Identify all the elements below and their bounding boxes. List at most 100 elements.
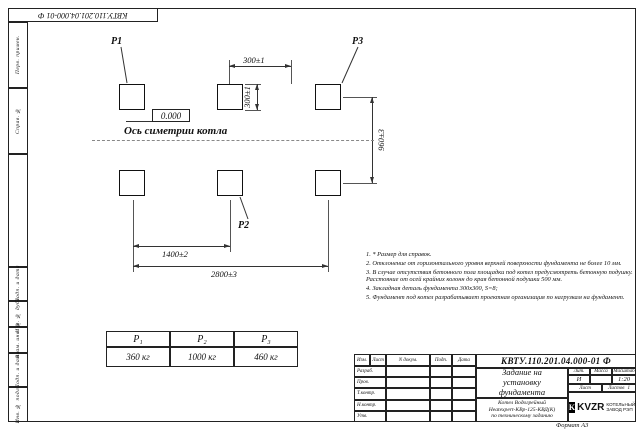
elevation-mark: 0.000 xyxy=(152,109,190,122)
tb-role-date-cell xyxy=(452,377,476,389)
margin-cell-inv-podl: Инв. № подл. xyxy=(8,385,28,424)
note-3: 3. В случае отсутствия бетонного пола пл… xyxy=(366,268,633,284)
margin-cell-sprav-n: Справ. № xyxy=(8,88,28,154)
margin-cell-vzam-inv: Взам. инв. № xyxy=(8,321,28,359)
tb-role-date-cell xyxy=(452,410,476,422)
margin-label: Инв. № подл. xyxy=(15,385,21,424)
note-2: 2. Отклонение от горизонтального уровня … xyxy=(366,259,622,267)
company-logo-text: KVZR xyxy=(577,401,605,413)
load-table-value: 1000 кг xyxy=(170,347,234,367)
margin-label: Справ. № xyxy=(15,107,21,135)
tb-role-date-cell xyxy=(452,388,476,400)
foundation-pad-5 xyxy=(217,170,243,196)
load-point-label-p3: Р3 xyxy=(352,36,364,47)
load-table-value: 460 кг xyxy=(234,347,298,367)
tb-role-nkontr: Н.контр. xyxy=(354,399,386,411)
tb-header-ndocum: N докум. xyxy=(386,354,430,366)
dimension-line-300-top xyxy=(229,64,291,68)
load-table-header: Р₁ xyxy=(106,331,170,347)
tb-role-sign-cell xyxy=(430,366,452,378)
dimension-line-1400 xyxy=(133,244,230,248)
tb-role-date-cell xyxy=(452,399,476,411)
tb-role-tkontr: Т.контр. xyxy=(354,388,386,400)
tb-sheets-label: Листов xyxy=(608,385,625,391)
top-stamp-cell: КВТУ.110.201.04.000-01 Ф xyxy=(8,8,158,22)
tb-scale-value: 1:20 xyxy=(612,375,636,384)
tb-role-sign-cell xyxy=(430,388,452,400)
format-label: Формат А3 xyxy=(556,422,589,429)
tb-doc-title: Задание на установку фундамента xyxy=(476,368,568,398)
extension-line xyxy=(343,97,377,98)
dimension-text-960: 960±3 xyxy=(376,129,386,151)
dimension-text-2800: 2800±3 xyxy=(211,269,237,279)
tb-role-name-cell xyxy=(386,410,430,422)
load-table-header: Р₃ xyxy=(234,331,298,347)
note-1: 1. * Размер для справок. xyxy=(366,251,432,258)
extension-line xyxy=(291,60,292,84)
extension-line xyxy=(230,200,231,252)
extension-line xyxy=(245,84,261,85)
dimension-line-2800 xyxy=(133,264,328,268)
technical-notes: 1. * Размер для справок. 2. Отклонение о… xyxy=(366,251,634,303)
tb-lit-label: Лит. xyxy=(568,368,590,375)
extension-line xyxy=(343,183,377,184)
tb-header-data: Дата xyxy=(452,354,476,366)
dimension-text-300-side: 300±1 xyxy=(242,86,252,108)
tb-header-list: Лист xyxy=(370,354,386,366)
tb-product: Котел Водогрейный Heatexpert-КВр-125-КВД… xyxy=(476,398,568,422)
symmetry-axis-line xyxy=(92,140,374,141)
tb-role-razrab: Разраб. xyxy=(354,366,386,378)
tb-sheets-cell: Листов 1 xyxy=(602,384,636,392)
tb-header-podp: Подп. xyxy=(430,354,452,366)
load-table-value: 360 кг xyxy=(106,347,170,367)
tb-sheets-count: 1 xyxy=(627,385,630,391)
dimension-text-1400: 1400±2 xyxy=(162,249,188,259)
tb-company-cell: K KVZR КОТЕЛЬНЫЙ ЗАВОД РЭП xyxy=(568,392,636,422)
foundation-pad-2 xyxy=(217,84,243,110)
tb-product-line: Котел Водогрейный xyxy=(498,399,546,406)
load-point-label-p1: Р1 xyxy=(111,36,123,47)
tb-doc-title-line: установку xyxy=(503,377,541,388)
tb-mass-label: Масса xyxy=(590,368,612,375)
tb-role-name-cell xyxy=(386,399,430,411)
tb-scale-label: Масштаб xyxy=(612,368,636,375)
company-logo-icon: K xyxy=(568,401,576,413)
symmetry-axis-label: Ось симетрии котла xyxy=(124,125,228,137)
tb-header-izm: Изм. xyxy=(354,354,370,366)
title-block-signatures: Изм. Лист N докум. Подп. Дата Разраб. Пр… xyxy=(354,354,476,422)
extension-line xyxy=(245,110,261,111)
dimension-text-300-top: 300±1 xyxy=(243,55,265,65)
extension-line xyxy=(229,60,230,84)
load-point-label-p2: Р2 xyxy=(238,220,250,231)
tb-designation: КВТУ.110.201.04.000-01 Ф xyxy=(476,354,636,368)
note-4: 4. Закладная деталь фундамента 300х300, … xyxy=(366,285,498,293)
foundation-pad-3 xyxy=(315,84,341,110)
tb-role-name-cell xyxy=(386,377,430,389)
margin-label: Перв. примен. xyxy=(15,35,21,75)
foundation-pad-6 xyxy=(315,170,341,196)
tb-role-sign-cell xyxy=(430,377,452,389)
dimension-line-300-side xyxy=(255,84,259,110)
tb-lit-value: И xyxy=(568,375,590,384)
margin-cell-podp-data-1: Подп. и дата xyxy=(8,265,28,303)
tb-role-name-cell xyxy=(386,388,430,400)
top-stamp-text: КВТУ.110.201.04.000-01 Ф xyxy=(38,10,128,20)
foundation-pad-4 xyxy=(119,170,145,196)
tb-role-sign-cell xyxy=(430,399,452,411)
company-name: КОТЕЛЬНЫЙ ЗАВОД РЭП xyxy=(606,402,635,413)
margin-cell-perv-primen: Перв. примен. xyxy=(8,22,28,88)
tb-product-line: Heatexpert-КВр-125-КВД(К) xyxy=(488,406,556,413)
tb-mass-value xyxy=(590,375,612,384)
tb-role-prov: Пров. xyxy=(354,377,386,389)
tb-doc-title-line: Задание на xyxy=(502,368,542,378)
margin-cell-inv-dubl: Инв. № дубл. xyxy=(8,296,28,332)
tb-role-name-cell xyxy=(386,366,430,378)
extension-line xyxy=(328,200,329,272)
tb-sheet-label: Лист xyxy=(568,384,602,392)
tb-role-date-cell xyxy=(452,366,476,378)
load-table: Р₁ Р₂ Р₃ 360 кг 1000 кг 460 кг xyxy=(106,331,298,367)
company-name-line: КОТЕЛЬНЫЙ xyxy=(606,401,636,407)
note-5: 5. Фундамент под котел разрабатывает про… xyxy=(366,294,625,302)
extension-line xyxy=(133,200,134,272)
